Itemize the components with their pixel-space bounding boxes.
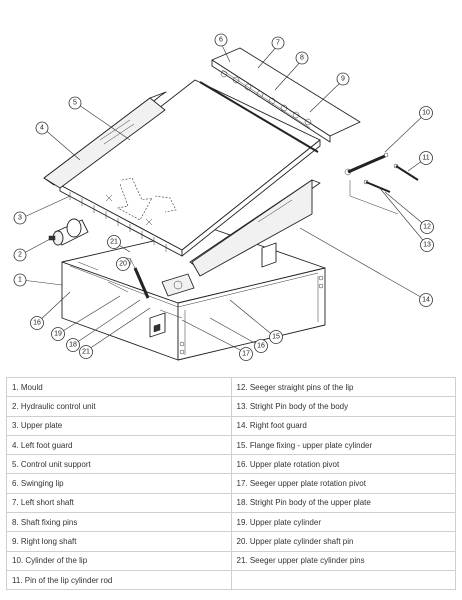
legend-item: 20. Upper plate cylinder shaft pin <box>230 531 456 552</box>
svg-text:13: 13 <box>423 242 431 249</box>
callout-21-top: 21 <box>107 235 121 249</box>
legend-item: 12. Seeger straight pins of the lip <box>230 376 456 398</box>
legend-item: 13. Stright Pin body of the body <box>230 396 456 417</box>
legend-item: 17. Seeger upper plate rotation pivot <box>230 473 456 494</box>
callout-15: 15 <box>269 330 283 344</box>
callout-8: 8 <box>295 51 309 65</box>
svg-text:10: 10 <box>422 110 430 117</box>
legend-item: 8. Shaft fixing pins <box>6 512 232 533</box>
svg-text:21: 21 <box>110 239 118 246</box>
right-foot-guard <box>189 179 321 277</box>
legend-item: 21. Seeger upper plate cylinder pins <box>230 550 456 571</box>
svg-text:14: 14 <box>422 297 430 304</box>
legend-item: 9. Right long shaft <box>6 531 232 552</box>
callout-21-bottom: 21 <box>79 345 93 359</box>
upper-plate <box>59 79 321 257</box>
svg-text:21: 21 <box>82 349 90 356</box>
callout-16-right: 16 <box>254 339 268 353</box>
svg-text:16: 16 <box>33 320 41 327</box>
legend-item: 6. Swinging lip <box>6 473 232 494</box>
svg-text:9: 9 <box>341 76 345 83</box>
legend-item: 3. Upper plate <box>6 415 232 436</box>
svg-text:8: 8 <box>300 55 304 62</box>
legend-item: 5. Control unit support <box>6 454 232 475</box>
upper-plate-cylinder <box>77 257 183 319</box>
callout-13: 13 <box>420 238 434 252</box>
svg-text:18: 18 <box>69 342 77 349</box>
callout-3: 3 <box>13 211 27 225</box>
svg-text:16: 16 <box>257 343 265 350</box>
callout-9: 9 <box>336 72 350 86</box>
svg-text:11: 11 <box>422 155 429 162</box>
callout-14: 14 <box>419 293 433 307</box>
swinging-lip <box>199 47 361 153</box>
callout-10: 10 <box>419 106 433 120</box>
legend-item: 16. Upper plate rotation pivot <box>230 454 456 475</box>
callout-1: 1 <box>13 273 27 287</box>
svg-text:4: 4 <box>40 125 44 132</box>
callout-17: 17 <box>239 347 253 361</box>
legend-item <box>230 569 456 591</box>
left-foot-guard <box>43 91 167 189</box>
svg-text:6: 6 <box>219 37 223 44</box>
legend-item: 18. Stright Pin body of the upper plate <box>230 492 456 514</box>
legend-item: 7. Left short shaft <box>6 492 232 514</box>
callout-4: 4 <box>35 121 49 135</box>
svg-text:20: 20 <box>119 261 127 268</box>
svg-text:7: 7 <box>276 40 280 47</box>
hydraulic-control-unit <box>48 218 89 246</box>
callout-18: 18 <box>66 338 80 352</box>
legend-item: 4. Left foot guard <box>6 434 232 456</box>
lip-cylinder <box>344 152 419 215</box>
callout-7: 7 <box>271 36 285 50</box>
svg-text:1: 1 <box>18 277 22 284</box>
callout-16-left: 16 <box>30 316 44 330</box>
callout-12: 12 <box>420 220 434 234</box>
svg-text:15: 15 <box>272 334 280 341</box>
legend-item: 2. Hydraulic control unit <box>6 396 232 417</box>
callout-6: 6 <box>214 33 228 47</box>
callout-11: 11 <box>419 151 433 165</box>
legend-item: 15. Flange fixing - upper plate cylinder <box>230 434 456 456</box>
leader-lines <box>21 42 428 354</box>
legend-item: 1. Mould <box>6 376 232 398</box>
svg-text:2: 2 <box>18 252 22 259</box>
svg-text:3: 3 <box>18 215 22 222</box>
mould-frame <box>61 227 326 361</box>
svg-text:17: 17 <box>242 351 250 358</box>
svg-text:12: 12 <box>423 224 431 231</box>
svg-text:19: 19 <box>54 331 62 338</box>
legend-item: 10. Cylinder of the lip <box>6 550 232 571</box>
legend-item: 14. Right foot guard <box>230 415 456 436</box>
svg-text:5: 5 <box>73 100 77 107</box>
callout-5: 5 <box>68 96 82 110</box>
legend-row: 11. Pin of the lip cylinder rod <box>6 569 456 591</box>
callout-20: 20 <box>116 257 130 271</box>
callout-19: 19 <box>51 327 65 341</box>
callout-2: 2 <box>13 248 27 262</box>
callout-labels: 1 2 3 4 5 6 7 8 9 10 11 12 13 14 15 16 1… <box>13 33 434 361</box>
exploded-assembly-drawing: 1 2 3 4 5 6 7 8 9 10 11 12 13 14 15 16 1… <box>13 33 434 361</box>
legend-item: 11. Pin of the lip cylinder rod <box>6 569 232 591</box>
legend-item: 19. Upper plate cylinder <box>230 512 456 533</box>
